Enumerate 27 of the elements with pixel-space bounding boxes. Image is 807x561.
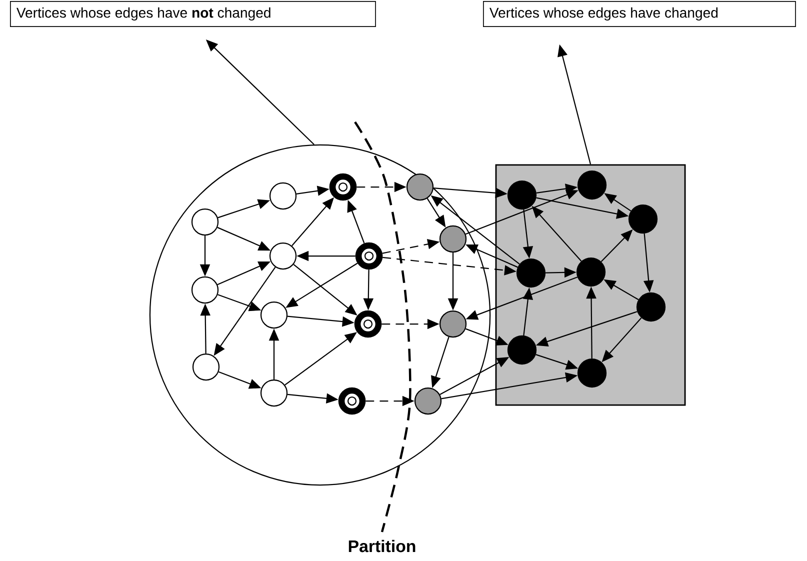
vertex [439,310,467,338]
vertex [636,292,666,322]
vertex [577,358,607,388]
vertex [260,379,288,407]
text-box: Vertices whose edges have changed [483,1,796,27]
text-box: Vertices whose edges have not changed [10,1,376,27]
vertex [191,208,219,236]
partition-label: Partition [348,540,416,552]
vertex [192,353,220,381]
vertex [577,170,607,200]
ring-vertex [354,310,382,338]
vertex [414,387,442,415]
vertex [507,335,537,365]
vertex [628,204,658,234]
vertex [507,180,537,210]
vertex [439,225,467,253]
vertex [191,276,219,304]
vertex [576,257,606,287]
vertex [406,173,434,201]
vertex [516,258,546,288]
ring-vertex [329,173,357,201]
ring-vertex [355,242,383,270]
ring-vertex [338,387,366,415]
vertex [260,301,288,329]
vertex [269,242,297,270]
partition-circle [149,144,491,486]
vertex [269,182,297,210]
